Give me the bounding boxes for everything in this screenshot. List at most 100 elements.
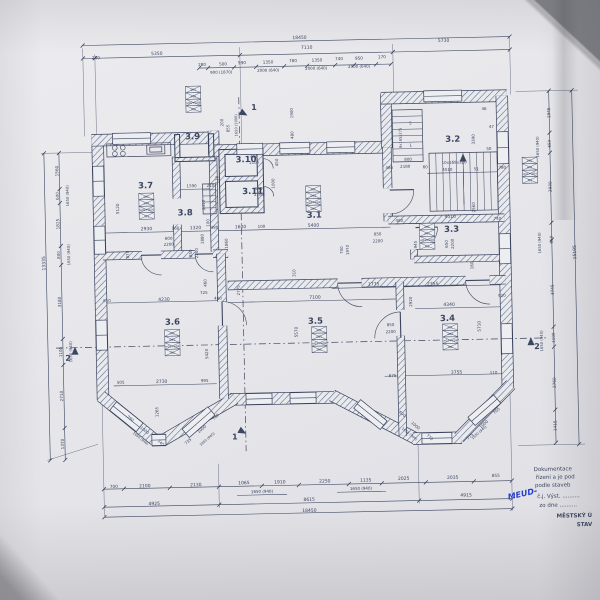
wall-hatch bbox=[102, 251, 143, 260]
dimension-label: 1 bbox=[409, 143, 412, 148]
dimension-label: 280 bbox=[198, 62, 206, 67]
dimension-label: 46 bbox=[481, 106, 487, 111]
dimension-tick bbox=[167, 485, 173, 491]
dimension-label: 1065 bbox=[238, 480, 250, 486]
dimension-label: 600 bbox=[165, 236, 173, 241]
extension-line bbox=[518, 443, 586, 446]
stove-burner bbox=[120, 150, 126, 157]
finish-stamp-cross bbox=[311, 332, 327, 340]
dimension-label: 2200 bbox=[386, 329, 397, 334]
finish-stamp-cross bbox=[442, 336, 458, 344]
dimension-label: 1000 bbox=[478, 419, 489, 430]
dimension-label: 500 bbox=[219, 61, 227, 66]
dimension-label: 110 bbox=[490, 370, 498, 375]
wall-hatch bbox=[173, 224, 182, 255]
finish-stamp-code: w01 bbox=[424, 231, 430, 235]
window bbox=[353, 399, 388, 430]
extension-line bbox=[47, 444, 99, 461]
stair-tread bbox=[392, 115, 423, 117]
room-label-3-7: 3.7 bbox=[138, 181, 153, 191]
dimension-label: 1370 bbox=[60, 438, 65, 449]
dimension-tick bbox=[102, 514, 107, 520]
finish-stamp-cross bbox=[522, 176, 538, 184]
window-frame-line bbox=[185, 410, 212, 434]
arrowhead bbox=[527, 337, 535, 346]
dimension-label: 1650 (940) bbox=[251, 489, 274, 494]
finish-stamp-cross bbox=[185, 92, 201, 100]
room-label-3-9: 3.9 bbox=[185, 132, 200, 142]
wall-hatch bbox=[361, 276, 466, 287]
dimension-label: 2000 (640) bbox=[305, 65, 328, 70]
dimension-label: 2200 bbox=[164, 242, 175, 247]
wall-hatch bbox=[172, 156, 181, 199]
dimension-label: 1000 bbox=[270, 178, 275, 189]
dimension-label: 5420 bbox=[204, 348, 209, 359]
dimension-label: 100 bbox=[205, 219, 210, 227]
dimension-label: 160 bbox=[469, 261, 474, 269]
dimension-tick bbox=[471, 479, 477, 484]
dimension-label: 1825 bbox=[55, 218, 60, 229]
dimension-label: 1650 (940) bbox=[539, 330, 544, 352]
dimension-label: 1415 bbox=[553, 420, 558, 431]
dimension-label: 800 bbox=[404, 157, 412, 162]
dimension-label: 5400 bbox=[308, 223, 320, 229]
stair-tread bbox=[392, 128, 423, 130]
stair-tread bbox=[442, 152, 445, 211]
dimension-tick bbox=[551, 324, 556, 330]
dimension-line bbox=[104, 508, 513, 518]
window bbox=[500, 323, 514, 355]
finish-stamp-code: f01 bbox=[425, 244, 430, 248]
finish-stamp-code: w05 bbox=[190, 94, 196, 98]
finish-stamp-code: w01 bbox=[316, 335, 322, 339]
dimension-label: 600 bbox=[55, 192, 60, 200]
dimension-line bbox=[548, 90, 557, 443]
window-frame-line bbox=[236, 148, 263, 150]
wall-hatch bbox=[218, 325, 229, 399]
dimension-label: 2760 bbox=[552, 377, 557, 388]
note-doc-1: Dokumentace bbox=[534, 466, 573, 473]
dimension-label: 3180 bbox=[57, 296, 62, 307]
finish-stamp-cross bbox=[164, 335, 180, 344]
dimension-label: 51 bbox=[474, 166, 480, 171]
window bbox=[93, 225, 106, 255]
dimension-label: 1945 bbox=[546, 107, 551, 118]
finish-stamp-cross bbox=[311, 339, 327, 347]
dimension-line bbox=[337, 490, 387, 493]
dimension-label: 7110 bbox=[301, 45, 313, 51]
dimension-label: 160 bbox=[172, 226, 180, 231]
dimension-label: 60 bbox=[423, 164, 429, 169]
dimension-label: 995 bbox=[201, 378, 209, 383]
dimension-tick bbox=[60, 336, 66, 342]
dimension-line bbox=[180, 188, 214, 190]
finish-stamp-code: w01+w04 bbox=[140, 208, 154, 212]
dimension-label: 850 bbox=[387, 322, 395, 327]
dimension-tick bbox=[61, 362, 66, 368]
dimension-label: 1650 (940) bbox=[537, 232, 542, 254]
wall-hatch bbox=[396, 281, 404, 310]
finish-stamp-code: w01 bbox=[447, 332, 453, 336]
window-frame-line bbox=[471, 398, 498, 422]
dimension-label: 13335 bbox=[41, 256, 47, 271]
room-label-3-10: 3.10 bbox=[235, 155, 256, 165]
dimension-tick bbox=[547, 150, 553, 156]
room-label-3-6: 3.6 bbox=[165, 318, 180, 328]
window bbox=[236, 142, 264, 156]
dimension-label: 2200 bbox=[450, 238, 455, 249]
handwritten-note: MEUD- bbox=[507, 486, 538, 502]
window bbox=[423, 89, 463, 103]
finish-stamp-cross bbox=[185, 85, 201, 94]
dimension-label: 480 bbox=[214, 296, 222, 301]
fixture bbox=[146, 144, 166, 155]
fixture bbox=[149, 146, 163, 153]
dimension-label: 1880 bbox=[200, 233, 205, 244]
dimension-label: 735 bbox=[183, 437, 192, 446]
dimension-tick bbox=[346, 481, 352, 487]
dimension-line bbox=[104, 300, 223, 304]
dimension-line bbox=[237, 494, 288, 496]
dimension-tick bbox=[351, 62, 357, 68]
dimension-label: 5710 bbox=[476, 321, 481, 332]
dimension-label: 450 bbox=[274, 158, 279, 166]
dimension-label: 855 bbox=[225, 124, 230, 132]
room-label-3-2: 3.2 bbox=[445, 135, 460, 145]
window bbox=[467, 394, 502, 426]
